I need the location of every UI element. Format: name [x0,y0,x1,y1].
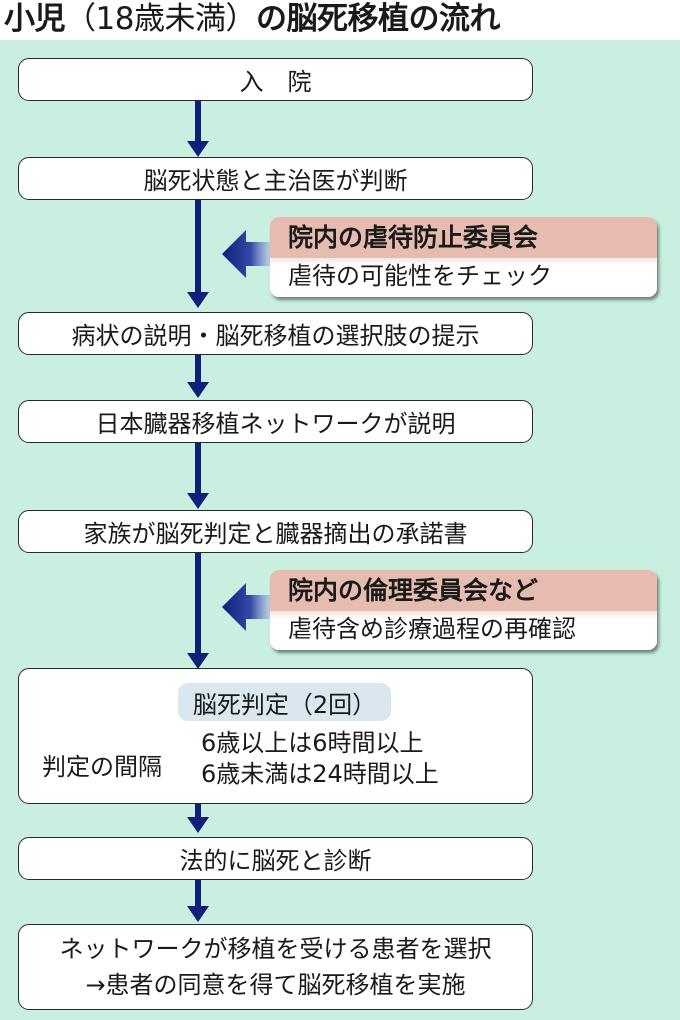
connector-4 [195,442,201,495]
arrow-head-1 [187,141,209,157]
step-label: 家族が脳死判定と臓器摘出の承諾書 [83,520,468,548]
side-check-abuse-committee: 院内の虐待防止委員会 虐待の可能性をチェック [270,217,657,297]
interval-label: 判定の間隔 [42,753,162,781]
step-network-explanation: 日本臓器移植ネットワークが説明 [18,400,533,443]
interval-line-under6: 6歳未満は24時間以上 [201,760,439,788]
connector-7 [195,880,201,908]
interval-values: 6歳以上は6時間以上 6歳未満は24時間以上 [201,728,439,790]
side-check-header: 院内の虐待防止委員会 [270,217,657,258]
step-label: 法的に脳死と診断 [179,847,372,875]
step-label: 日本臓器移植ネットワークが説明 [95,410,456,438]
step-family-consent: 家族が脳死判定と臓器摘出の承諾書 [18,510,533,553]
step-brain-death-judgement: 脳死状態と主治医が判断 [18,157,533,200]
connector-1 [195,100,201,144]
step-line-2: →患者の同意を得て脳死移植を実施 [85,971,466,999]
step-legal-diagnosis: 法的に脳死と診断 [18,837,533,880]
side-check-ethics-committee: 院内の倫理委員会など 虐待含め診療過程の再確認 [270,570,657,650]
connector-2 [195,199,201,294]
connector-6 [195,803,201,819]
chart-title: 小児（18歳未満）の脳死移植の流れ [4,0,500,40]
step-label: 入 院 [239,68,312,96]
title-main-prefix: 小児 [4,1,66,37]
step-explanation: 病状の説明・脳死移植の選択肢の提示 [18,312,533,355]
side-check-body: 虐待の可能性をチェック [270,258,657,297]
left-arrow-icon [222,230,274,278]
step-admission: 入 院 [18,58,533,101]
step-line-1: ネットワークが移植を受ける患者を選択 [59,935,492,963]
step-transplant: ネットワークが移植を受ける患者を選択 →患者の同意を得て脳死移植を実施 [18,924,533,1010]
connector-5 [195,552,201,655]
title-main-suffix: の脳死移植の流れ [255,1,501,37]
connector-3 [195,354,201,384]
step-label: 脳死状態と主治医が判断 [143,167,408,195]
side-check-header: 院内の倫理委員会など [270,570,657,611]
arrow-head-3 [187,382,209,398]
arrow-head-5 [187,653,209,669]
brain-death-tests-tag: 脳死判定（2回） [178,683,391,721]
step-label: 病状の説明・脳死移植の選択肢の提示 [71,322,480,350]
interval-line-over6: 6歳以上は6時間以上 [201,729,424,757]
side-check-body: 虐待含め診療過程の再確認 [270,611,657,650]
arrow-head-7 [187,906,209,922]
arrow-head-4 [187,493,209,509]
step-label: 脳死判定（2回） [192,690,377,719]
arrow-head-6 [187,817,209,833]
left-arrow-icon [222,583,274,631]
arrow-head-2 [187,292,209,308]
title-paren: （18歳未満） [65,1,256,37]
